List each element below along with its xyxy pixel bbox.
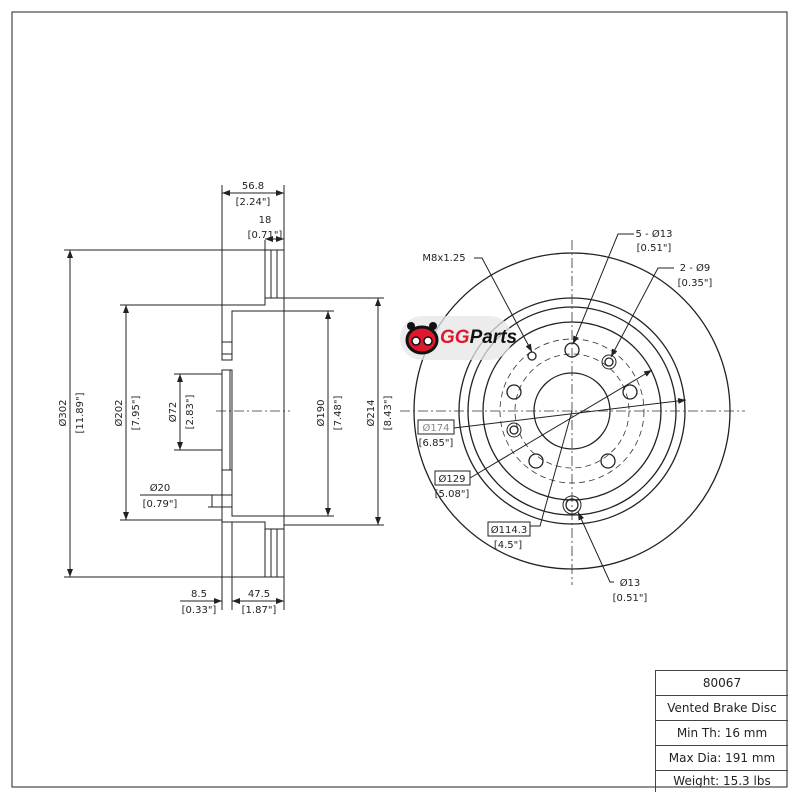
- bolt-holes: [506, 342, 638, 515]
- hat-height-label: 47.5: [248, 589, 270, 600]
- weight: Weight: 15.3 lbs: [673, 774, 771, 788]
- side-section-view: [64, 185, 384, 610]
- inner-face-dia-in-label: [8.43"]: [383, 396, 394, 431]
- hat-thickness-label: 8.5: [191, 589, 207, 600]
- bolt-holes-label: 5 - Ø13: [636, 228, 673, 240]
- inner-dia-in-label: [7.48"]: [333, 396, 344, 431]
- pcd-label: Ø114.3: [491, 524, 528, 536]
- inner-dia-label: Ø190: [315, 400, 327, 427]
- hole-dia-in-label: [0.79"]: [143, 499, 178, 510]
- inner-face-dia-label: Ø214: [365, 400, 377, 427]
- front-view-labels: M8x1.25 5 - Ø13 [0.51"] 2 - Ø9 [0.35"] Ø…: [417, 228, 713, 604]
- side-view-labels: 56.8 [2.24"] 18 [0.71"] Ø302 [11.89"] Ø2…: [57, 181, 394, 616]
- hat-thickness-in-label: [0.33"]: [182, 605, 217, 616]
- pin-holes-label: 2 - Ø9: [680, 262, 711, 274]
- hat-dia-in-label: [7.95"]: [131, 396, 142, 431]
- dia-174-label: Ø174: [423, 422, 450, 434]
- logo-mascot-icon: [405, 322, 439, 355]
- dia-129-in-label: [5.08"]: [435, 489, 470, 500]
- drawing-frame: [11, 11, 788, 788]
- center-bore-label: Ø72: [167, 402, 179, 423]
- pin-holes-in-label: [0.35"]: [678, 278, 713, 289]
- dia-129-label: Ø129: [439, 473, 466, 485]
- outer-dia-in-label: [11.89"]: [75, 392, 86, 433]
- logo-brand-a: GG: [440, 327, 470, 348]
- rotor-thickness-label: 18: [259, 215, 272, 226]
- overall-width-label: 56.8: [242, 181, 264, 192]
- bolt-holes-in-label: [0.51"]: [637, 243, 672, 254]
- thread-label: M8x1.25: [422, 253, 465, 264]
- hat-height-in-label: [1.87"]: [242, 605, 277, 616]
- hat-dia-label: Ø202: [113, 400, 125, 427]
- logo-wordmark: GGParts: [440, 327, 517, 349]
- rotor-thickness-in-label: [0.71"]: [248, 230, 283, 241]
- hole-label: Ø13: [620, 577, 641, 589]
- min-thickness: Min Th: 16 mm: [656, 721, 788, 746]
- max-diameter: Max Dia: 191 mm: [656, 746, 788, 771]
- dia-174-in-label: [6.85"]: [419, 438, 454, 449]
- spec-table: 80067 Vented Brake Disc Min Th: 16 mm Ma…: [655, 670, 788, 792]
- front-view: [400, 233, 745, 585]
- hole-dia-label: Ø20: [150, 482, 171, 494]
- outer-dia-label: Ø302: [57, 400, 69, 427]
- part-type: Vented Brake Disc: [656, 696, 788, 721]
- hole-in-label: [0.51"]: [613, 593, 648, 604]
- logo-brand-b: Parts: [469, 327, 518, 348]
- center-bore-in-label: [2.83"]: [185, 395, 196, 430]
- part-number: 80067: [656, 671, 788, 696]
- overall-width-in-label: [2.24"]: [236, 197, 271, 208]
- pcd-in-label: [4.5"]: [494, 540, 522, 551]
